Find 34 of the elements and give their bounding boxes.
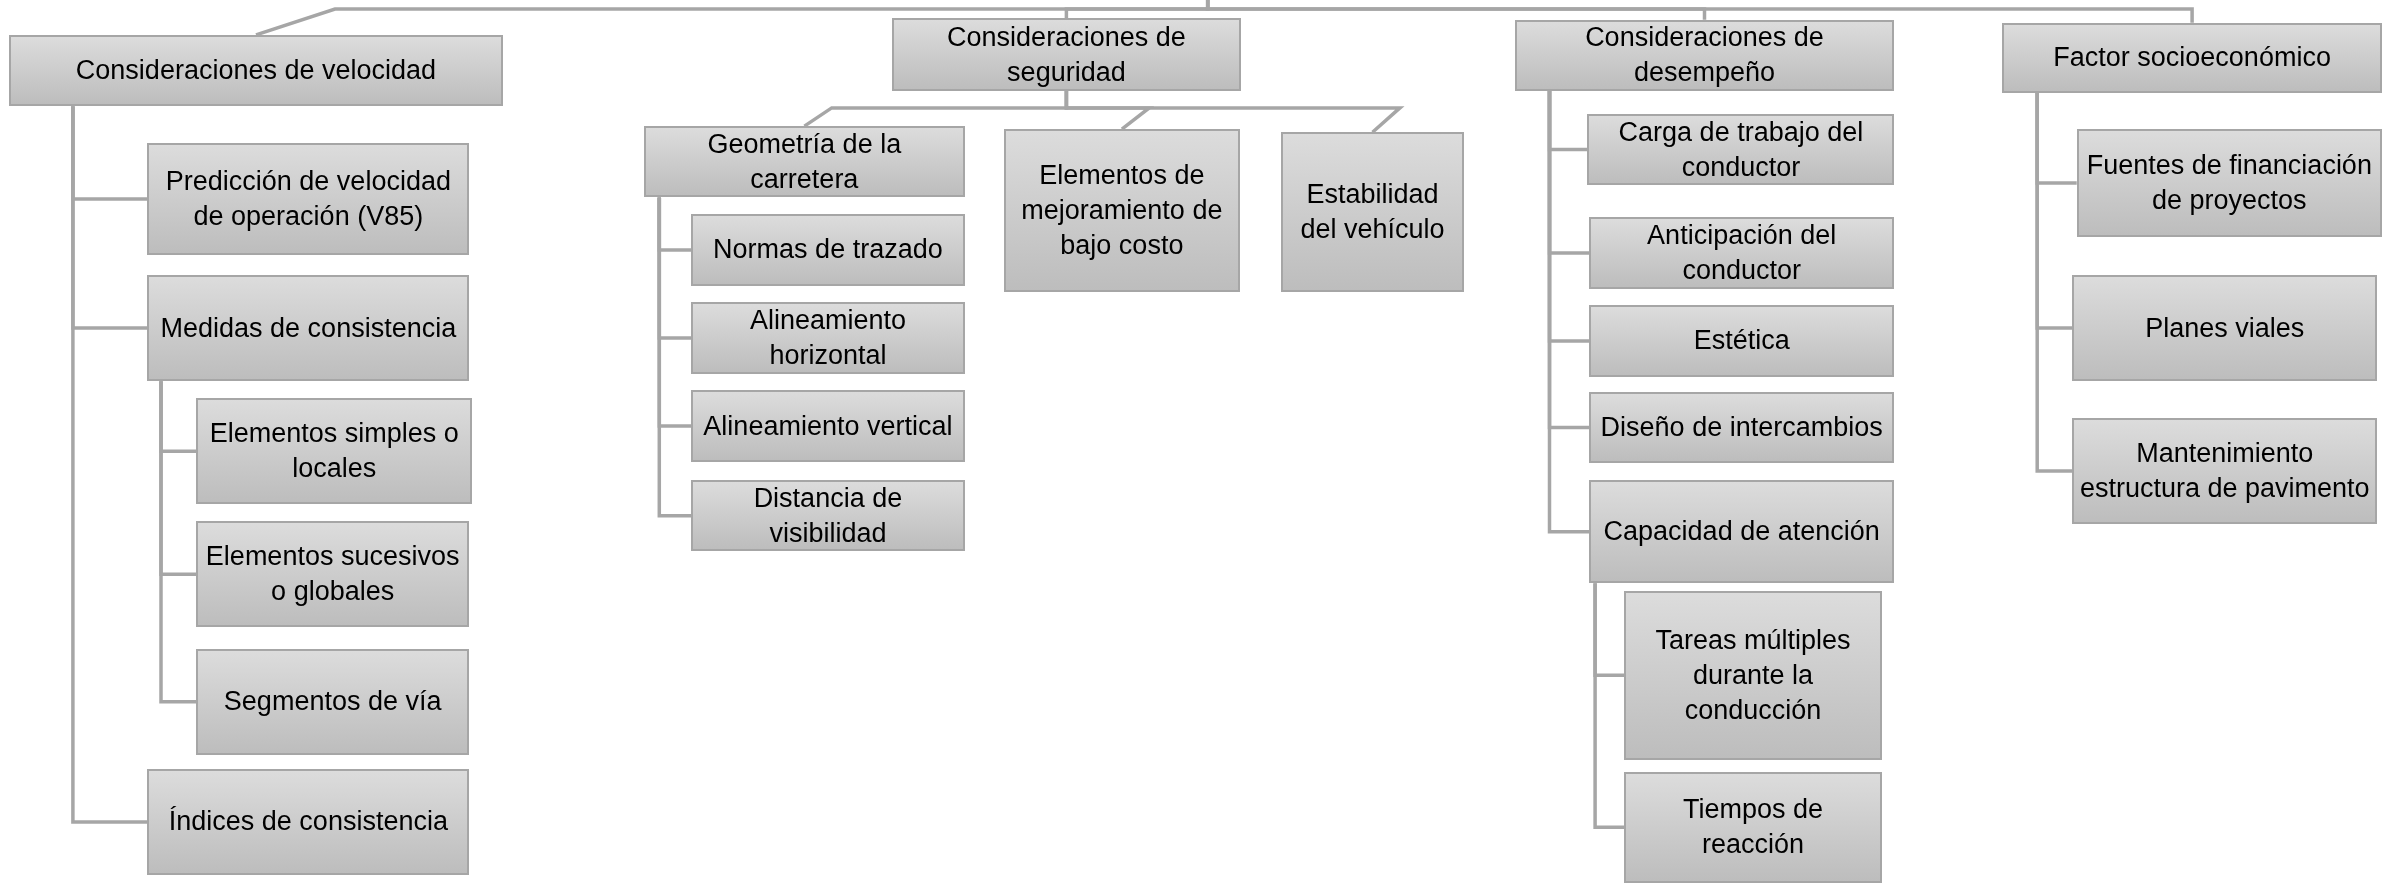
- connector-line: [1547, 91, 1589, 534]
- category-box: Consideraciones de desempeño: [1514, 19, 1895, 92]
- category-box: Medidas de consistencia: [147, 274, 470, 382]
- category-box: Distancia de visibilidad: [691, 480, 965, 552]
- category-box: Alineamiento vertical: [691, 390, 965, 462]
- category-box: Diseño de intercambios: [1589, 391, 1895, 464]
- category-box: Capacidad de atención: [1589, 480, 1895, 584]
- category-box: Segmentos de vía: [195, 648, 470, 755]
- connector-line: [1593, 583, 1624, 829]
- category-box: Estabilidad del vehículo: [1280, 132, 1465, 292]
- category-box: Carga de trabajo del conductor: [1587, 113, 1895, 186]
- connector-line: [71, 106, 148, 824]
- connector-line: [657, 197, 692, 518]
- category-box: Tareas múltiples durante la conducción: [1623, 590, 1883, 760]
- category-box: Mantenimiento estructura de pavimento: [2072, 417, 2378, 525]
- connector-line: [159, 381, 196, 704]
- connector-line: [1064, 91, 1405, 134]
- category-box: Planes viales: [2072, 274, 2378, 382]
- category-box: Consideraciones de velocidad: [9, 34, 503, 107]
- category-box: Tiempos de reacción: [1623, 771, 1883, 883]
- category-box: Estética: [1589, 305, 1895, 377]
- category-box: Fuentes de financiación de proyectos: [2076, 129, 2382, 237]
- category-box: Alineamiento horizontal: [691, 302, 965, 374]
- category-box: Elementos sucesivos o globales: [195, 521, 470, 628]
- category-box: Índices de consistencia: [147, 768, 470, 875]
- category-box: Normas de trazado: [691, 214, 965, 286]
- category-box: Predicción de velocidad de operación (V85): [147, 142, 470, 256]
- category-box: Geometría de la carretera: [644, 126, 965, 198]
- category-box: Factor socioeconómico: [2002, 22, 2382, 93]
- category-box: Elementos simples o locales: [195, 398, 473, 505]
- connector-line: [2035, 92, 2073, 473]
- category-box: Elementos de mejoramiento de bajo costo: [1004, 129, 1240, 292]
- category-box: Consideraciones de seguridad: [891, 18, 1242, 92]
- category-box: Anticipación del conductor: [1589, 217, 1895, 289]
